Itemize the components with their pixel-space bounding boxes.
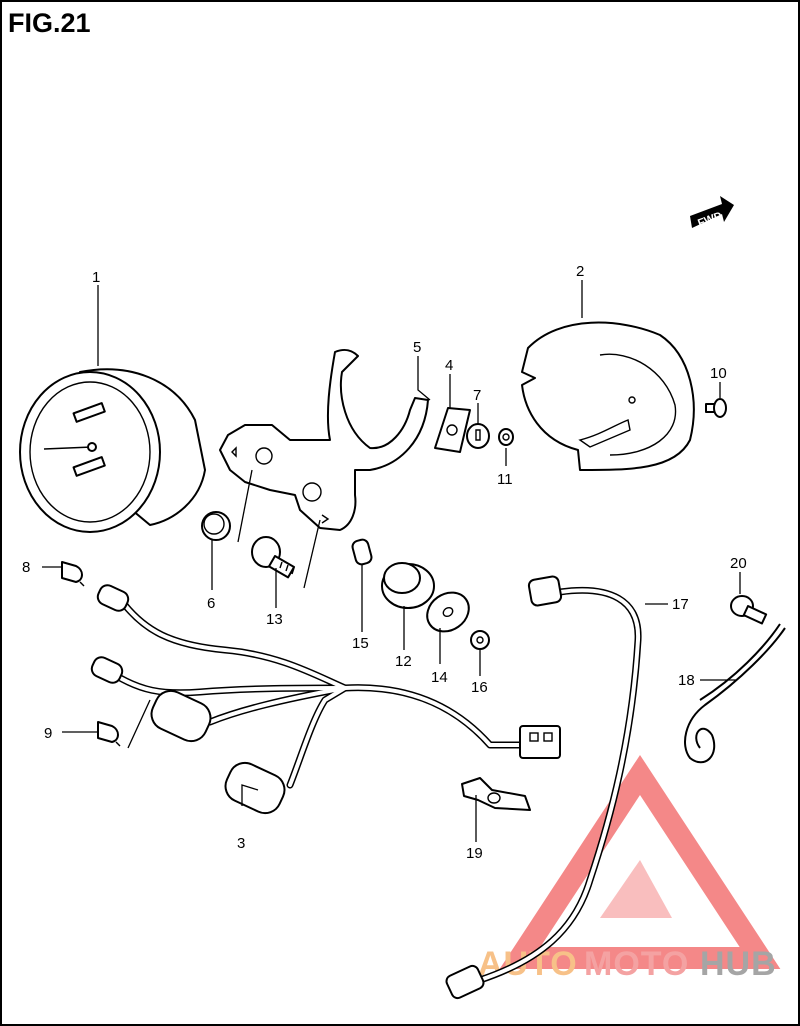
part-3-wire-harness xyxy=(90,584,561,815)
part-12-cushion xyxy=(381,562,435,609)
watermark-logo: AUTO MOTO HUB xyxy=(478,754,781,983)
part-2-meter-case xyxy=(521,321,695,471)
callout-7: 7 xyxy=(473,387,481,404)
callout-18: 18 xyxy=(678,672,695,689)
watermark-triangle-icon xyxy=(499,754,781,969)
callout-12: 12 xyxy=(395,653,412,670)
callout-19: 19 xyxy=(466,845,483,862)
part-9-bulb xyxy=(97,721,121,747)
callout-14: 14 xyxy=(431,669,448,686)
part-15-socket xyxy=(351,538,373,566)
callouts: 1 2 3 4 5 6 7 8 9 10 11 12 13 14 15 16 1… xyxy=(22,263,747,862)
callout-10: 10 xyxy=(710,365,727,382)
watermark-word-moto: MOTO xyxy=(584,945,689,983)
callout-13: 13 xyxy=(266,611,283,628)
callout-9: 9 xyxy=(44,725,52,742)
part-10-screw xyxy=(705,398,727,418)
part-19-clamp xyxy=(461,777,531,811)
callout-5: 5 xyxy=(413,339,421,356)
fwd-arrow-icon: FWD xyxy=(690,196,734,230)
watermark-word-hub: HUB xyxy=(700,945,777,983)
callout-2: 2 xyxy=(576,263,584,280)
part-8-bulb xyxy=(61,561,85,587)
callout-11: 11 xyxy=(497,471,513,488)
part-14-washer xyxy=(426,591,470,633)
part-5-bracket xyxy=(219,348,429,531)
callout-3: 3 xyxy=(237,835,245,852)
callout-17: 17 xyxy=(672,596,689,613)
part-6-grommet xyxy=(201,511,231,541)
part-17-speedometer-cable xyxy=(445,575,642,1000)
part-7-washer xyxy=(466,423,490,449)
callout-15: 15 xyxy=(352,635,369,652)
callout-6: 6 xyxy=(207,595,215,612)
callout-16: 16 xyxy=(471,679,488,696)
part-20-bolt xyxy=(730,595,768,625)
leader-lines xyxy=(42,280,741,842)
callout-4: 4 xyxy=(445,357,453,374)
callout-20: 20 xyxy=(730,555,747,572)
figure-title: FIG.21 xyxy=(8,8,91,38)
part-4-plate xyxy=(434,407,471,453)
part-16-nut xyxy=(470,630,490,650)
callout-8: 8 xyxy=(22,559,30,576)
callout-1: 1 xyxy=(92,269,100,286)
part-11-nut xyxy=(498,428,514,446)
part-13-bolt xyxy=(251,536,296,579)
part-18-spring xyxy=(684,623,786,764)
part-1-meter xyxy=(19,368,206,533)
